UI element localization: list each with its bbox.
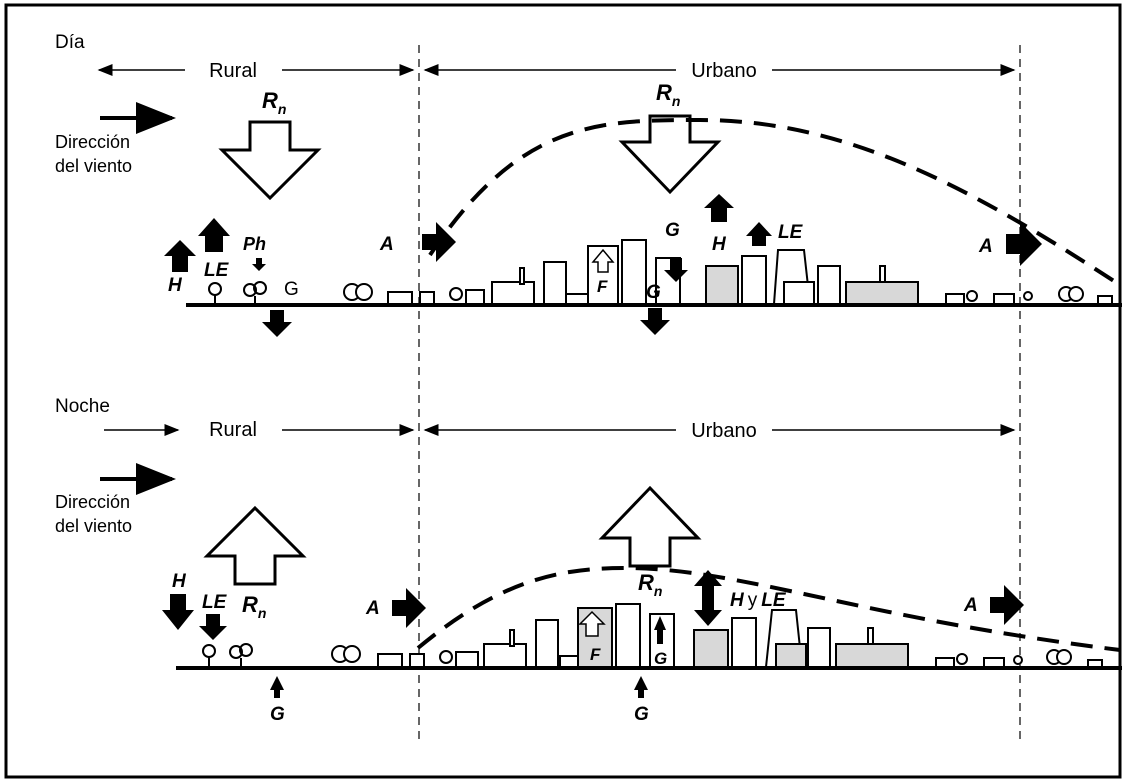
day-urban-le-arrow [746,222,772,246]
night-heat-dome [416,565,1121,652]
figure-border [4,3,1122,779]
night-rural-label: Rural [209,419,257,441]
day-panel: Día Rural Urbano Dirección del viento Rn… [55,32,1122,337]
night-rural-h-arrow [162,594,194,630]
day-a-label-right: A [978,236,993,257]
day-heat-dome [428,117,1122,287]
day-city-skyline [343,239,1113,305]
day-urban-g-top-arrow [664,258,688,282]
night-urban-g-arrow [634,676,648,698]
night-urban-label: Urbano [691,420,757,442]
day-urban-radiation-arrow [618,114,722,195]
night-rural-g-label: G [270,704,285,725]
day-rural-h-arrow [164,240,196,272]
night-rural-rn-label: Rn [242,592,266,621]
day-urban-g-arrow [640,308,670,335]
night-urban-g-up-arrow [654,616,666,644]
night-rural-le-arrow [199,614,227,640]
day-a-label-left: A [379,234,394,255]
night-urban-radiation-arrow [598,485,702,568]
day-urban-label: Urbano [691,60,757,82]
day-urban-g-top-label: G [665,220,680,241]
night-rural-g-arrow [270,676,284,698]
day-urban-rn-label: Rn [656,80,680,109]
day-rural-le-label: LE [204,260,230,281]
day-rural-trees [208,281,267,305]
day-advection-arrow-right [1006,222,1042,266]
night-wind-label-2: del viento [55,516,132,536]
night-advection-arrow-right [990,585,1024,625]
night-urban-rn-label: Rn [638,570,662,599]
day-f-label: F [597,277,608,296]
day-urban-h-label: H [712,234,727,255]
day-rural-g-label: G [284,279,299,300]
day-rural-radiation-arrow [218,120,322,201]
night-f-arrow [578,610,606,637]
day-rural-rn-label: Rn [262,88,286,117]
night-panel: Noche Rural Urbano Dirección del viento … [55,396,1122,725]
night-rural-le-label: LE [202,592,228,613]
day-urban-h-arrow [704,194,734,222]
day-wind-label-1: Dirección [55,132,130,152]
night-a-label-right: A [963,595,978,616]
day-urban-g-label: G [646,282,661,303]
night-title: Noche [55,396,110,417]
night-f-label: F [590,645,601,664]
day-advection-arrow-left [422,222,456,262]
night-rural-radiation-arrow [203,505,307,586]
day-rural-le-arrow [198,218,230,252]
day-title: Día [55,32,85,53]
night-urban-h-le-double-arrow [694,570,722,626]
day-ph-arrow [252,258,266,271]
day-urban-le-label: LE [778,222,804,243]
night-wind-label-1: Dirección [55,492,130,512]
day-rural-label: Rural [209,60,257,82]
night-urban-g-label: G [634,704,649,725]
night-rural-h-label: H [172,571,187,592]
night-city-skyline [331,603,1103,668]
day-f-arrow [591,248,615,273]
night-advection-arrow-left [392,588,426,628]
day-wind-label-2: del viento [55,156,132,176]
day-ph-label: Ph [243,234,266,254]
day-rural-g-arrow [262,310,292,337]
night-rural-trees [202,643,253,668]
night-a-label-left: A [365,598,380,619]
day-rural-h-label: H [168,275,183,296]
night-urban-g-inner-label: G [654,649,667,668]
